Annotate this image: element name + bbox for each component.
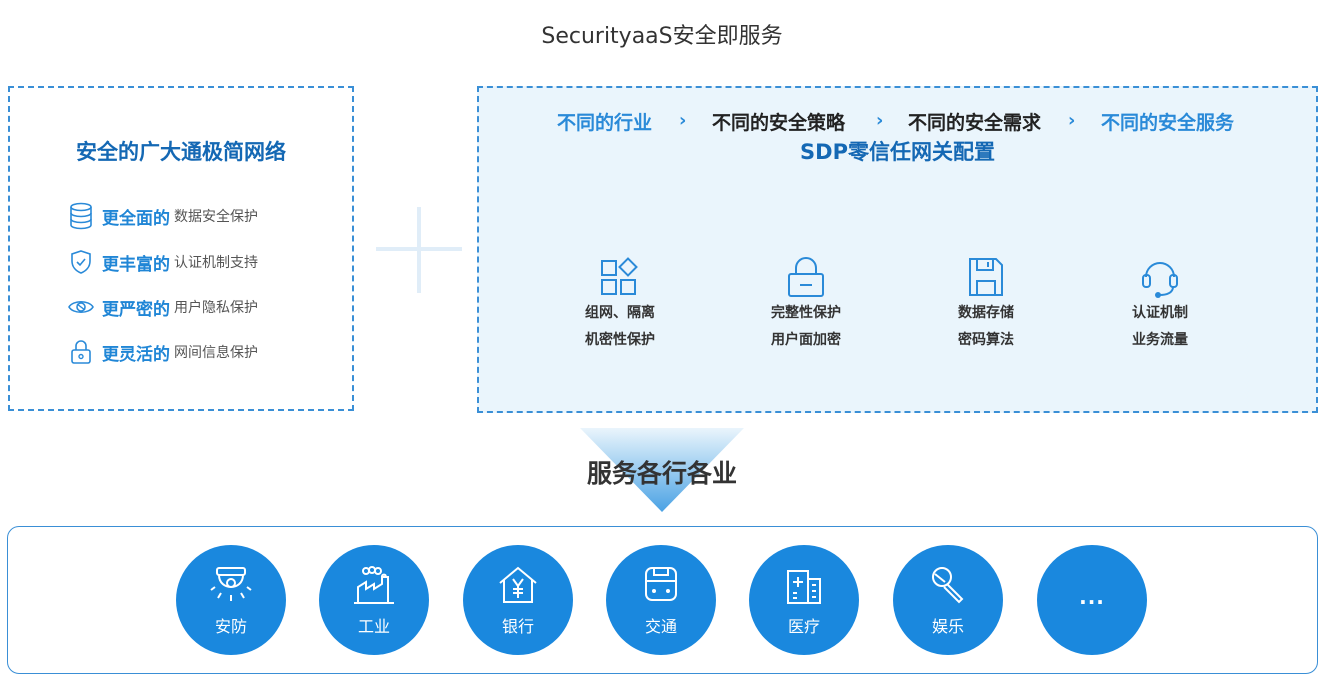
feature-strong: 更严密的 — [102, 299, 170, 320]
feature-item: 更丰富的 认证机制支持 — [68, 248, 258, 276]
industry-label: 交通 — [644, 617, 677, 636]
feature-text: 数据安全保护 — [174, 209, 258, 225]
sdp-panel-heading: SDP零信任网关配置 — [800, 140, 995, 164]
funnel-label: 服务各行各业 — [586, 459, 737, 488]
capability-line: 数据存储 — [958, 305, 1014, 321]
feature-text: 网间信息保护 — [174, 345, 258, 361]
flow-arrow: › — [876, 110, 884, 131]
capability-column: 完整性保护 用户面加密 — [736, 254, 876, 354]
industry-label: 医疗 — [787, 617, 820, 636]
capability-column: 数据存储 密码算法 — [916, 254, 1056, 354]
industry-more[interactable]: ... — [1037, 545, 1147, 655]
hospital-icon — [749, 565, 859, 607]
capability-line: 机密性保护 — [585, 332, 655, 348]
feature-text: 用户隐私保护 — [174, 300, 258, 316]
security-camera-icon — [176, 565, 286, 607]
lock-icon — [68, 338, 94, 366]
capability-line: 完整性保护 — [771, 305, 841, 321]
more-icon: ... — [1079, 585, 1105, 609]
shield-check-icon — [68, 248, 94, 276]
capability-column: 组网、隔离 机密性保护 — [550, 254, 690, 354]
capability-column: 认证机制 业务流量 — [1090, 254, 1230, 354]
padlock-icon — [736, 254, 876, 300]
industry-label: 安防 — [214, 617, 247, 636]
headset-icon — [1090, 254, 1230, 300]
flow-step-industry: 不同的行业 — [557, 112, 653, 134]
industry-entertainment[interactable]: 娱乐 — [893, 545, 1003, 655]
industry-medical[interactable]: 医疗 — [749, 545, 859, 655]
feature-strong: 更丰富的 — [102, 254, 170, 275]
industry-label: 工业 — [357, 617, 390, 636]
flow-step-requirement: 不同的安全需求 — [908, 112, 1042, 134]
feature-item: 更灵活的 网间信息保护 — [68, 338, 258, 366]
feature-item: 更全面的 数据安全保护 — [68, 202, 258, 230]
industry-security[interactable]: 安防 — [176, 545, 286, 655]
train-icon — [606, 565, 716, 607]
industry-label: 娱乐 — [931, 617, 964, 636]
eye-icon — [68, 293, 94, 321]
capability-line: 业务流量 — [1132, 332, 1188, 348]
page-title: SecurityaaS安全即服务 — [541, 24, 783, 49]
microphone-icon — [893, 565, 1003, 607]
industry-banking[interactable]: 银行 — [463, 545, 573, 655]
funnel-arrow — [580, 428, 744, 512]
flow-step-service: 不同的安全服务 — [1101, 112, 1235, 134]
feature-item: 更严密的 用户隐私保护 — [68, 293, 258, 321]
capability-line: 组网、隔离 — [585, 305, 655, 321]
flow-arrow: › — [679, 110, 687, 131]
grid-apps-icon — [550, 254, 690, 300]
feature-strong: 更灵活的 — [102, 344, 170, 365]
factory-icon — [319, 565, 429, 607]
flow-arrow: › — [1068, 110, 1076, 131]
feature-text: 认证机制支持 — [174, 255, 258, 271]
capability-line: 用户面加密 — [771, 332, 841, 348]
industry-industrial[interactable]: 工业 — [319, 545, 429, 655]
floppy-disk-icon — [916, 254, 1056, 300]
sdp-panel: SDP零信任网关配置 — [477, 86, 1318, 413]
database-icon — [68, 202, 94, 230]
industry-transport[interactable]: 交通 — [606, 545, 716, 655]
capability-line: 密码算法 — [958, 332, 1014, 348]
industry-label: 银行 — [501, 617, 534, 636]
flow-step-policy: 不同的安全策略 — [712, 112, 846, 134]
feature-strong: 更全面的 — [102, 208, 170, 229]
network-panel: 安全的广大通极简网络 — [8, 86, 354, 411]
bank-icon — [463, 565, 573, 607]
network-panel-heading: 安全的广大通极简网络 — [76, 140, 286, 164]
capability-line: 认证机制 — [1132, 305, 1188, 321]
plus-sign-vertical — [417, 207, 421, 293]
